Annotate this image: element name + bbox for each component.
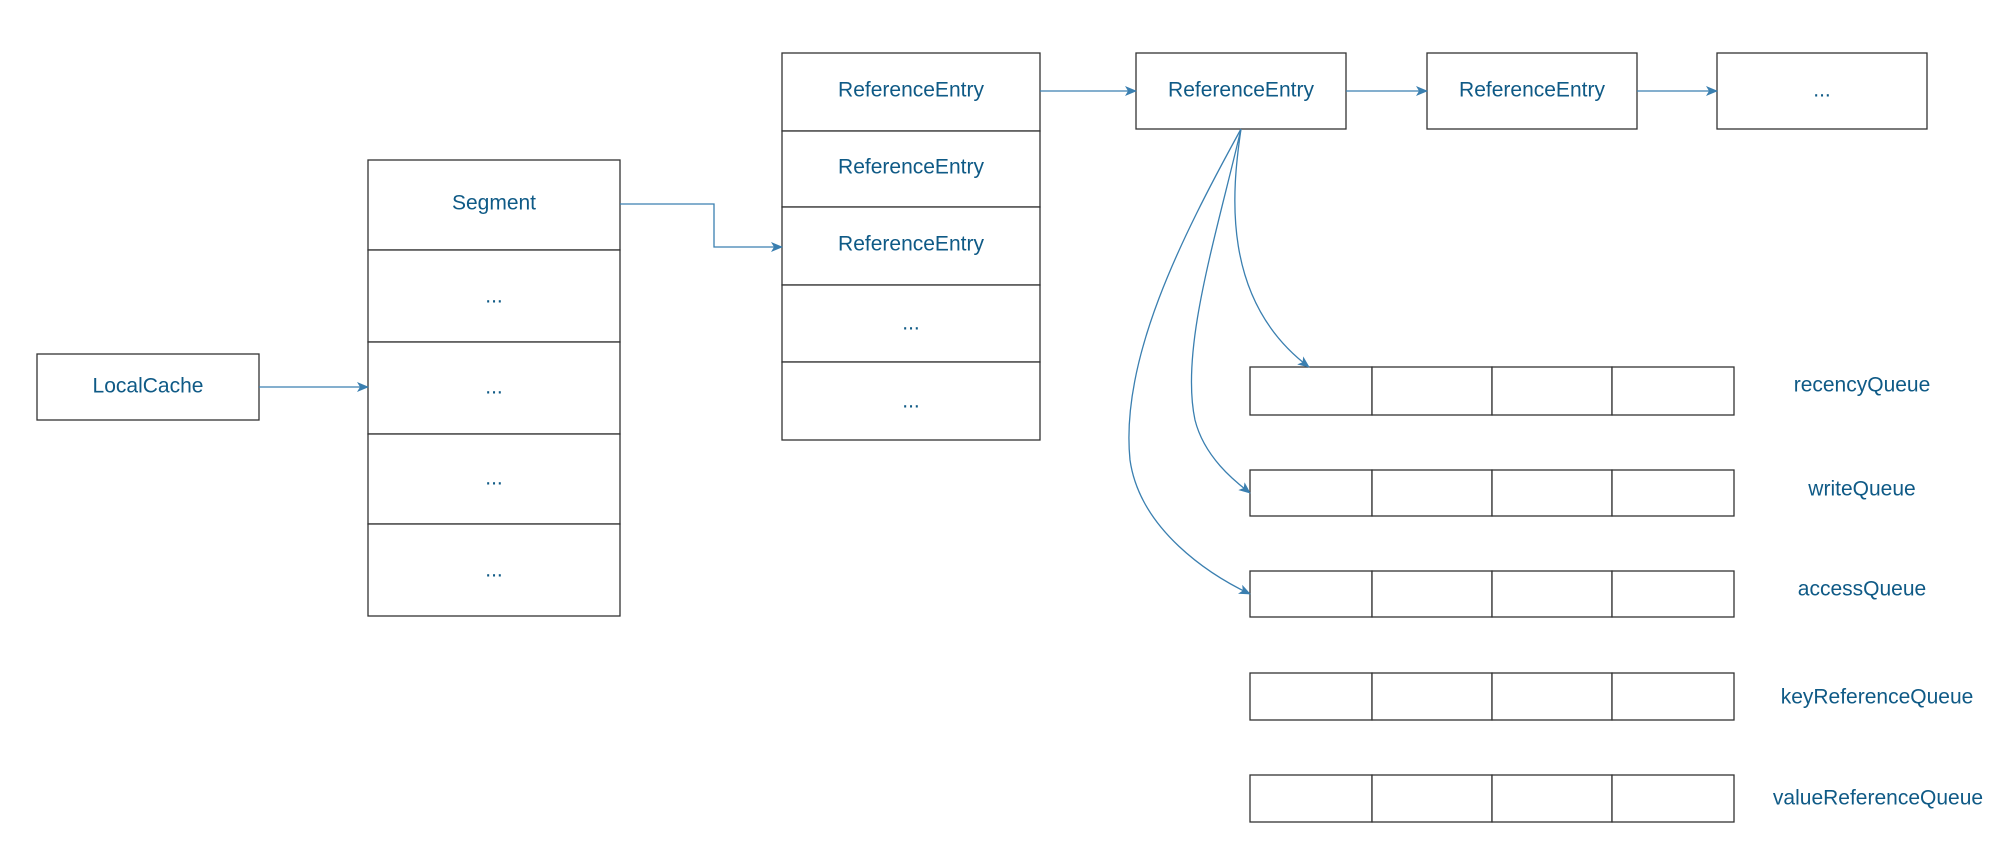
segment-array: Segment ... ... ... ... bbox=[367, 159, 621, 617]
chain-entry-label: ... bbox=[1813, 79, 1831, 102]
entry-to-write-queue-arrow bbox=[1190, 128, 1251, 494]
local-cache-label: LocalCache bbox=[93, 375, 204, 398]
segment-cell-label: Segment bbox=[452, 192, 536, 215]
queue-write: writeQueue bbox=[1249, 469, 1916, 517]
segment-cell-label: ... bbox=[485, 467, 503, 490]
local-cache-node: LocalCache bbox=[36, 353, 260, 421]
queue-label: accessQueue bbox=[1798, 578, 1926, 601]
queue-label: writeQueue bbox=[1807, 478, 1915, 501]
segment-to-entry-arrow bbox=[620, 203, 783, 252]
queue-label: valueReferenceQueue bbox=[1773, 787, 1983, 810]
entry-cell-label: ReferenceEntry bbox=[838, 233, 984, 256]
entry-table: ReferenceEntry ReferenceEntry ReferenceE… bbox=[781, 52, 1041, 441]
entry-cell-label: ... bbox=[902, 390, 920, 413]
queue-label: keyReferenceQueue bbox=[1781, 686, 1974, 709]
entry-cell-label: ... bbox=[902, 312, 920, 335]
entry-chain: ReferenceEntry ReferenceEntry ... bbox=[1135, 52, 1928, 130]
queue-key-reference: keyReferenceQueue bbox=[1249, 672, 1974, 721]
queue-recency: recencyQueue bbox=[1249, 366, 1931, 416]
entry-cell-label: ReferenceEntry bbox=[838, 79, 984, 102]
queue-value-reference: valueReferenceQueue bbox=[1249, 774, 1983, 823]
queue-access: accessQueue bbox=[1249, 570, 1926, 618]
chain-entry-label: ReferenceEntry bbox=[1168, 79, 1314, 102]
entry-cell-label: ReferenceEntry bbox=[838, 156, 984, 179]
entry-to-recency-queue-arrow bbox=[1234, 128, 1310, 368]
segment-cell-label: ... bbox=[485, 285, 503, 308]
entry-to-access-queue-arrow bbox=[1128, 128, 1251, 595]
segment-cell-label: ... bbox=[485, 376, 503, 399]
chain-entry-label: ReferenceEntry bbox=[1459, 79, 1605, 102]
segment-cell-label: ... bbox=[485, 559, 503, 582]
queue-label: recencyQueue bbox=[1794, 374, 1931, 397]
